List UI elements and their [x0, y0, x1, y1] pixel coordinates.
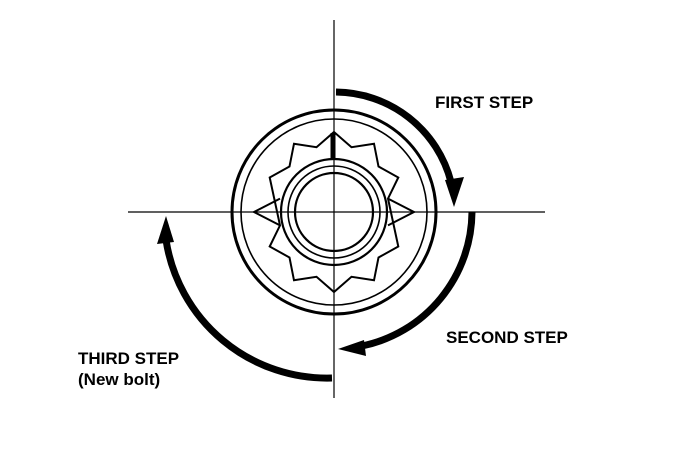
bolt-head: [230, 108, 438, 316]
first-step-label: FIRST STEP: [435, 93, 533, 112]
third-step-arrow: [157, 216, 333, 382]
second-step-arrowhead: [338, 340, 366, 356]
third-step-note: (New bolt): [78, 370, 160, 389]
washer-outer-ring: [230, 108, 438, 316]
twelve-point-star: [268, 130, 400, 294]
first-step-arrow: [335, 88, 464, 207]
second-step-arrow: [338, 211, 476, 356]
first-step-arrowhead: [445, 177, 464, 207]
third-step-label: THIRD STEP: [78, 349, 179, 368]
second-step-label: SECOND STEP: [446, 328, 568, 347]
bore-middle-ring: [287, 165, 381, 259]
washer-inner-ring: [240, 118, 428, 306]
third-step-arrowhead: [157, 216, 174, 244]
bore-inner-ring: [293, 171, 375, 253]
star-side-points: [251, 197, 417, 227]
